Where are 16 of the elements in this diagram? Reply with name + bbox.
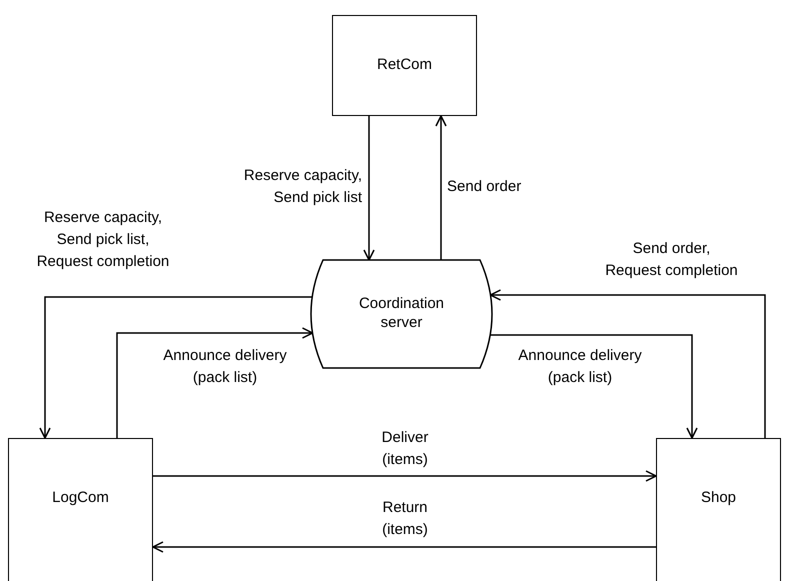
arrow — [116, 327, 314, 438]
node-label: Shop — [700, 488, 736, 508]
process-box — [656, 438, 781, 581]
arrow — [153, 470, 657, 482]
node-label: Coordination server — [358, 295, 446, 333]
arrow — [152, 541, 656, 553]
arrow — [490, 334, 698, 439]
arrow — [39, 296, 312, 439]
process-box — [332, 15, 477, 116]
arrow — [490, 289, 766, 438]
process-box — [8, 438, 153, 581]
arrow — [363, 116, 375, 261]
server-shape — [311, 260, 492, 368]
node-label: LogCom — [52, 488, 109, 508]
node-label: RetCom — [376, 56, 432, 75]
arrow — [435, 115, 447, 260]
